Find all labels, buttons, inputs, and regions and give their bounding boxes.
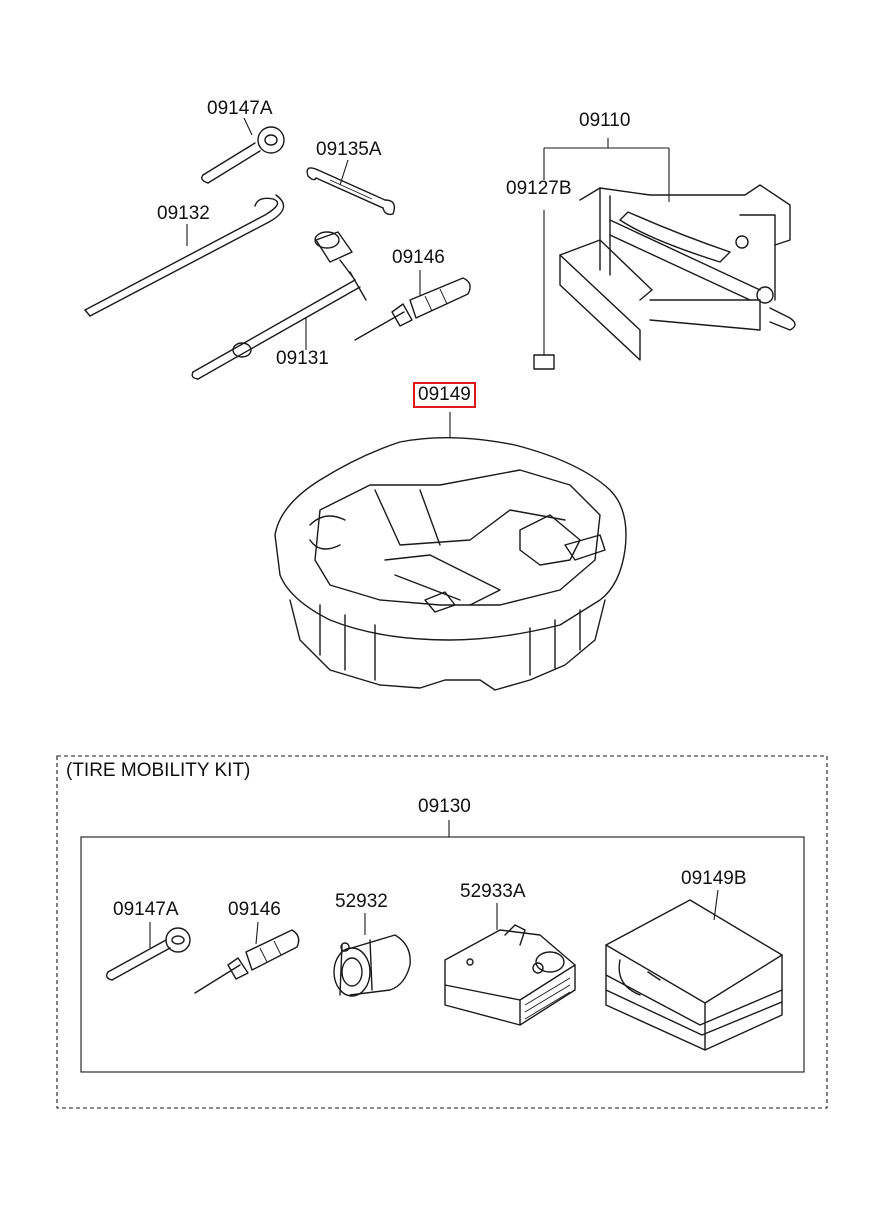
kit-valve-drawing[interactable] (333, 913, 411, 997)
kit-screwdriver-drawing[interactable] (194, 921, 300, 994)
tray-case-drawing[interactable] (274, 412, 627, 691)
screwdriver-drawing[interactable] (354, 270, 471, 341)
label-09149B[interactable]: 09149B (681, 868, 747, 889)
kit-case-drawing[interactable] (605, 889, 783, 1051)
label-09130[interactable]: 09130 (418, 796, 471, 817)
kit-dashed-frame (56, 755, 828, 1109)
label-09147A-kit[interactable]: 09147A (113, 899, 179, 920)
kit-title: (TIRE MOBILITY KIT) (66, 760, 251, 781)
label-09146-kit[interactable]: 09146 (228, 899, 281, 920)
kit-solid-frame (80, 836, 805, 1073)
spanner-drawing[interactable] (306, 159, 396, 216)
hook-tool-drawing[interactable] (201, 117, 285, 184)
label-09110[interactable]: 09110 (579, 110, 631, 131)
label-09135A[interactable]: 09135A (316, 139, 382, 160)
label-09131[interactable]: 09131 (276, 348, 329, 369)
label-09146-top[interactable]: 09146 (392, 247, 445, 268)
label-09149-highlighted[interactable]: 09149 (413, 382, 476, 408)
label-09127B[interactable]: 09127B (506, 178, 572, 199)
label-52933A[interactable]: 52933A (460, 881, 526, 902)
wheel-wrench-drawing[interactable] (191, 231, 367, 380)
jack-handle-drawing[interactable] (84, 194, 285, 317)
kit-hook-drawing[interactable] (105, 922, 191, 981)
kit-compressor-drawing[interactable] (444, 903, 576, 1026)
scissor-jack-drawing[interactable] (533, 138, 796, 370)
label-09132[interactable]: 09132 (157, 203, 210, 224)
label-52932[interactable]: 52932 (335, 891, 388, 912)
label-09147A-top[interactable]: 09147A (207, 98, 273, 119)
